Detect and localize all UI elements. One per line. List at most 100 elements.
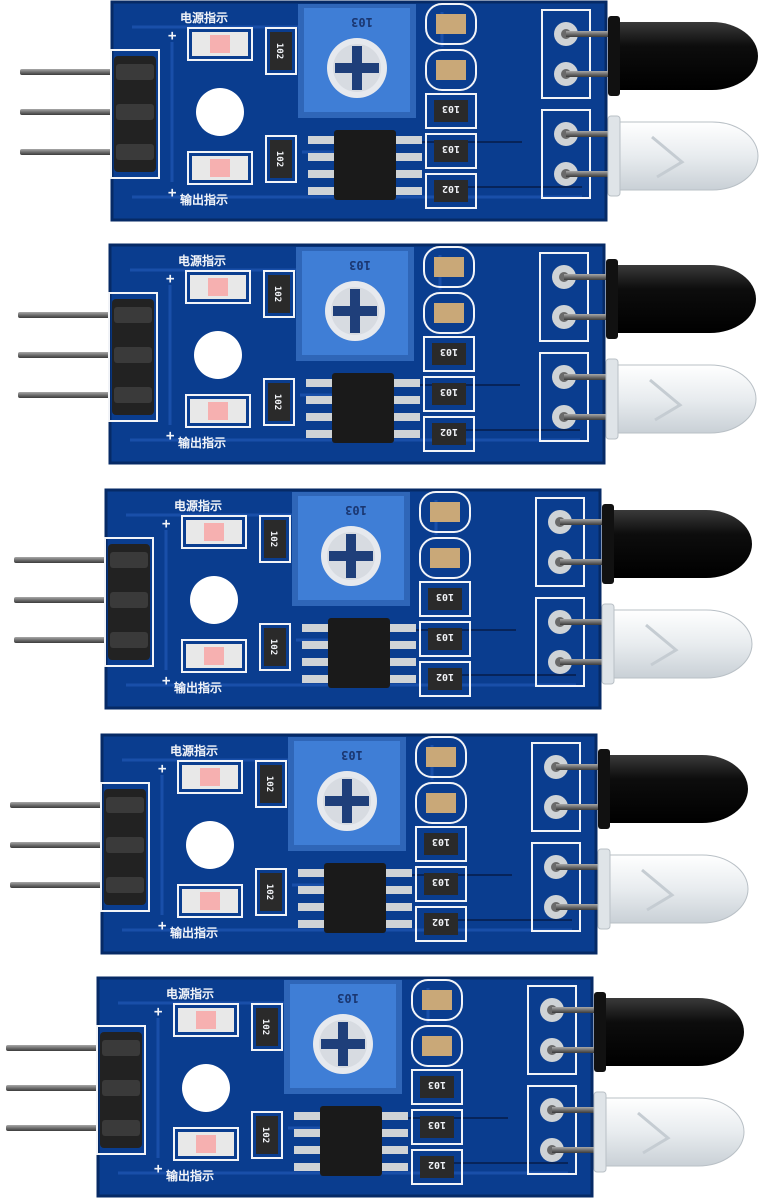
chip-pin <box>396 187 422 195</box>
resistor-outline <box>423 376 475 412</box>
chip-pin <box>306 396 332 404</box>
emitter-socket <box>541 109 591 199</box>
led-outline <box>187 151 253 185</box>
chip-pin <box>386 886 412 894</box>
led-outline <box>177 760 243 794</box>
silk-plus: + <box>168 185 176 201</box>
pin-header-cell <box>102 1040 140 1056</box>
pin-header-cell <box>116 144 154 160</box>
resistor-outline <box>251 1111 283 1159</box>
capacitor <box>422 1036 452 1056</box>
resistor-outline <box>411 1109 463 1145</box>
resistor <box>264 628 286 666</box>
capacitor <box>434 257 464 277</box>
ir-receiver-collar <box>608 16 620 96</box>
resistor-outline <box>419 621 471 657</box>
pot-marking: 103 <box>345 503 367 517</box>
resistor-code: 103 <box>442 143 460 154</box>
resistor-code: 103 <box>436 631 454 642</box>
silk-outline <box>108 292 158 422</box>
chip-pin <box>396 136 422 144</box>
led-lead <box>566 131 616 137</box>
led-lens <box>200 892 220 910</box>
capacitor-outline <box>415 736 467 778</box>
pot-marking: 103 <box>337 991 359 1005</box>
pot-slot <box>335 63 379 73</box>
chip-pin <box>294 1146 320 1154</box>
capacitor-outline <box>425 3 477 45</box>
ir-emitter-anvil <box>637 1111 671 1155</box>
led-lead <box>552 1007 602 1013</box>
chip-pin <box>382 1146 408 1154</box>
capacitor-outline <box>425 49 477 91</box>
comparator-chip <box>324 863 386 933</box>
led-lead <box>564 314 614 320</box>
led-outline <box>173 1003 239 1037</box>
capacitor <box>426 747 456 767</box>
pin-header-cell <box>114 387 152 403</box>
resistor-outline <box>415 866 467 902</box>
led-lead <box>564 374 614 380</box>
chip-pin <box>302 658 328 666</box>
ir-emitter-collar <box>597 848 611 930</box>
chip-pin <box>302 675 328 683</box>
ir-emitter-anvil <box>641 868 675 912</box>
resistor-code: 102 <box>436 671 454 682</box>
resistor <box>434 100 468 122</box>
resistor-outline <box>263 270 295 318</box>
ir-emitter-anvil <box>645 623 679 667</box>
resistor-outline <box>419 581 471 617</box>
resistor <box>432 343 466 365</box>
capacitor <box>426 793 456 813</box>
chip-pin <box>298 869 324 877</box>
resistor-outline <box>415 826 467 862</box>
resistor-code: 103 <box>440 346 458 357</box>
chip-pin <box>390 624 416 632</box>
pin-header-cell <box>114 307 152 323</box>
output-led-label: 输出指示 <box>166 1168 214 1183</box>
capacitor <box>436 60 466 80</box>
chip-pin <box>390 658 416 666</box>
chip-pin <box>386 920 412 928</box>
resistor <box>434 140 468 162</box>
silk-outline <box>96 1025 146 1155</box>
chip-pin <box>394 413 420 421</box>
led-lens <box>210 35 230 53</box>
led-lead <box>564 414 614 420</box>
silk-outline <box>110 49 160 179</box>
capacitor <box>422 990 452 1010</box>
resistor-outline <box>259 623 291 671</box>
chip-pin <box>396 170 422 178</box>
ir-emitter <box>611 121 759 191</box>
ir-receiver-collar <box>606 259 618 339</box>
resistor-outline <box>425 133 477 169</box>
chip-pin <box>306 379 332 387</box>
ir-receiver <box>606 510 752 578</box>
silk-plus: + <box>166 271 174 287</box>
resistor-outline <box>411 1069 463 1105</box>
mounting-hole <box>186 821 234 869</box>
capacitor-outline <box>423 246 475 288</box>
comparator-chip <box>328 618 390 688</box>
capacitor-outline <box>411 979 463 1021</box>
led-outline <box>181 515 247 549</box>
resistor-outline <box>423 336 475 372</box>
resistor-outline <box>255 868 287 916</box>
chip-pin <box>298 920 324 928</box>
led-lead <box>552 1047 602 1053</box>
resistor-code: 103 <box>442 103 460 114</box>
ir-emitter <box>605 609 753 679</box>
power-led-label: 电源指示 <box>178 253 226 268</box>
resistor-code: 102 <box>440 426 458 437</box>
pin-header-cell <box>110 552 148 568</box>
resistor-outline <box>251 1003 283 1051</box>
led-lens <box>210 159 230 177</box>
mounting-hole <box>182 1064 230 1112</box>
pot-slot <box>329 551 373 561</box>
resistor-code: 102 <box>264 776 274 792</box>
led-lead <box>556 904 606 910</box>
comparator-chip <box>334 130 396 200</box>
resistor-code: 103 <box>428 1079 446 1090</box>
